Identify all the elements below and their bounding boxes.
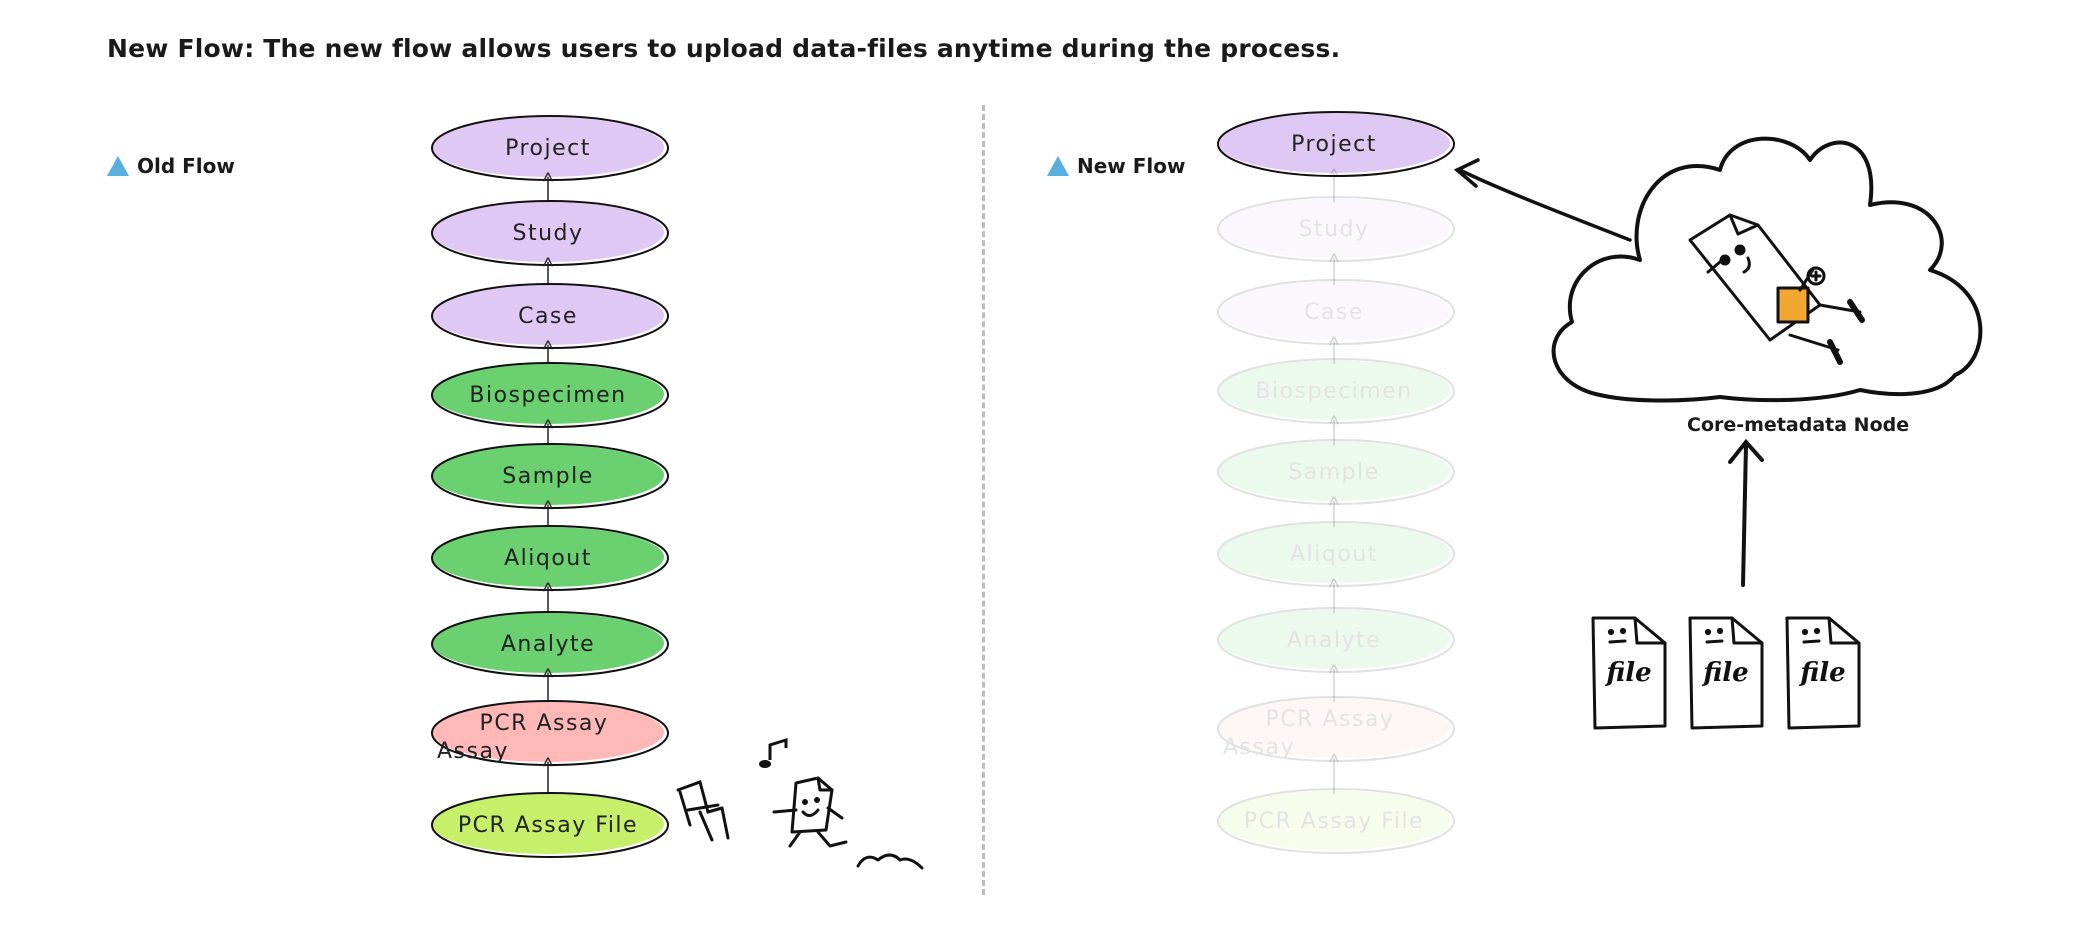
core-metadata-node-label: Core-metadata Node (1687, 414, 1910, 436)
old-flow-node-label: Analyte (501, 632, 595, 657)
new-flow-node-label: Project (1291, 132, 1377, 157)
new-flow-node-outline (1217, 788, 1455, 854)
old-flow-node-label: Sample (502, 464, 594, 489)
legend-old-flow-label: Old Flow (137, 154, 235, 178)
new-flow-node-label: Biospecimen (1255, 379, 1412, 404)
old-flow-node-aliqout: Aliqout (431, 525, 669, 591)
old-flow-node-shape (432, 202, 664, 262)
upload-arrow-to-project (1453, 158, 1632, 242)
old-flow-node-sublabel: Assay (437, 739, 509, 764)
new-flow-node-project: Project (1217, 111, 1455, 177)
new-flow-node-pcr-assay-file: PCR Assay File (1217, 788, 1455, 854)
file-icons-group: file file file (1591, 616, 1861, 730)
new-flow-node-shape (1218, 441, 1450, 501)
old-flow-node-pcr-assay-file: PCR Assay File (431, 792, 669, 858)
new-flow-node-shape (1218, 360, 1450, 420)
old-flow-node-shape (432, 285, 664, 345)
old-flow-node-shape (432, 117, 664, 177)
old-flow-node-analyte: Analyte (431, 611, 669, 677)
old-flow-node-label: Aliqout (504, 546, 592, 571)
old-flow-node-label: Biospecimen (469, 383, 626, 408)
flow-divider (982, 105, 985, 895)
new-flow-node-sample: Sample (1217, 439, 1455, 505)
new-flow-node-case: Case (1217, 279, 1455, 345)
old-flow-node-shape (432, 364, 664, 424)
new-flow-node-label: Aliqout (1290, 542, 1378, 567)
file-icon: file (1785, 616, 1861, 730)
new-flow-node-label: Analyte (1287, 628, 1381, 653)
new-flow-node-shape (1218, 523, 1450, 583)
new-flow-node-sublabel: Assay (1223, 735, 1295, 760)
new-flow-node-shape (1218, 790, 1450, 850)
legend-old-flow: Old Flow (107, 154, 235, 178)
file-icon: file (1591, 616, 1667, 730)
old-flow-node-outline (431, 792, 669, 858)
chair-icon (676, 780, 730, 842)
file-icon-label: file (1604, 658, 1651, 688)
cloud-icon (1551, 136, 1983, 403)
old-flow-node-case: Case (431, 283, 669, 349)
new-flow-node-label: Study (1298, 217, 1369, 242)
new-flow-node-biospecimen: Biospecimen (1217, 358, 1455, 424)
new-flow-node-shape (1218, 609, 1450, 669)
old-flow-node-label: PCR Assay (480, 711, 609, 736)
triangle-marker-icon (1047, 156, 1069, 176)
legend-new-flow: New Flow (1047, 154, 1185, 178)
new-flow-node-label: Case (1304, 300, 1364, 325)
triangle-marker-icon (107, 156, 129, 176)
walking-file-icon (772, 776, 924, 870)
old-flow-node-shape (432, 702, 664, 762)
old-flow-node-sample: Sample (431, 443, 669, 509)
old-flow-node-biospecimen: Biospecimen (431, 362, 669, 428)
music-note-icon (759, 737, 788, 768)
old-flow-node-shape (432, 613, 664, 673)
file-icon-label: file (1798, 658, 1845, 688)
new-flow-node-analyte: Analyte (1217, 607, 1455, 673)
new-flow-node-shape (1218, 698, 1450, 758)
old-flow-node-study: Study (431, 200, 669, 266)
file-icon: file (1688, 616, 1764, 730)
old-flow-node-shape (432, 445, 664, 505)
old-flow-node-shape (432, 794, 664, 854)
new-flow-node-label: PCR Assay File (1244, 809, 1424, 834)
new-flow-node-label: PCR Assay (1266, 707, 1395, 732)
old-flow-node-label: Project (505, 136, 591, 161)
new-flow-node-shape (1218, 198, 1450, 258)
old-flow-graph: ProjectStudyCaseBiospecimenSampleAliqout… (431, 115, 669, 858)
page-title: New Flow: The new flow allows users to u… (107, 34, 1341, 63)
new-flow-node-study: Study (1217, 196, 1455, 262)
new-flow-node-aliqout: Aliqout (1217, 521, 1455, 587)
old-flow-node-label: PCR Assay File (458, 813, 638, 838)
old-flow-node-label: Study (512, 221, 583, 246)
new-flow-node-shape (1218, 281, 1450, 341)
new-flow-node-shape (1218, 113, 1450, 173)
upload-arrow-to-cloud (1728, 438, 1764, 587)
old-flow-node-label: Case (518, 304, 578, 329)
relaxing-file-icon (1688, 213, 1865, 365)
new-flow-node-label: Sample (1288, 460, 1380, 485)
file-icon-label: file (1701, 658, 1748, 688)
old-flow-node-shape (432, 527, 664, 587)
old-flow-node-project: Project (431, 115, 669, 181)
new-flow-graph: ProjectStudyCaseBiospecimenSampleAliqout… (1217, 111, 1455, 854)
legend-new-flow-label: New Flow (1077, 154, 1186, 178)
